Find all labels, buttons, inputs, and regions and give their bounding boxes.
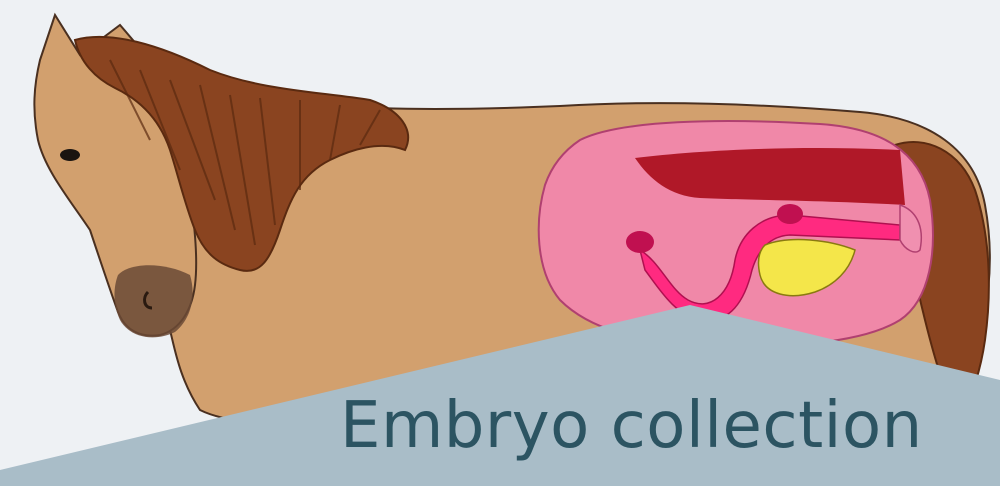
ovary-right — [777, 204, 803, 224]
ovary-left — [626, 231, 654, 253]
horse-eye — [60, 149, 80, 161]
slide-title: Embryo collection — [340, 386, 923, 466]
